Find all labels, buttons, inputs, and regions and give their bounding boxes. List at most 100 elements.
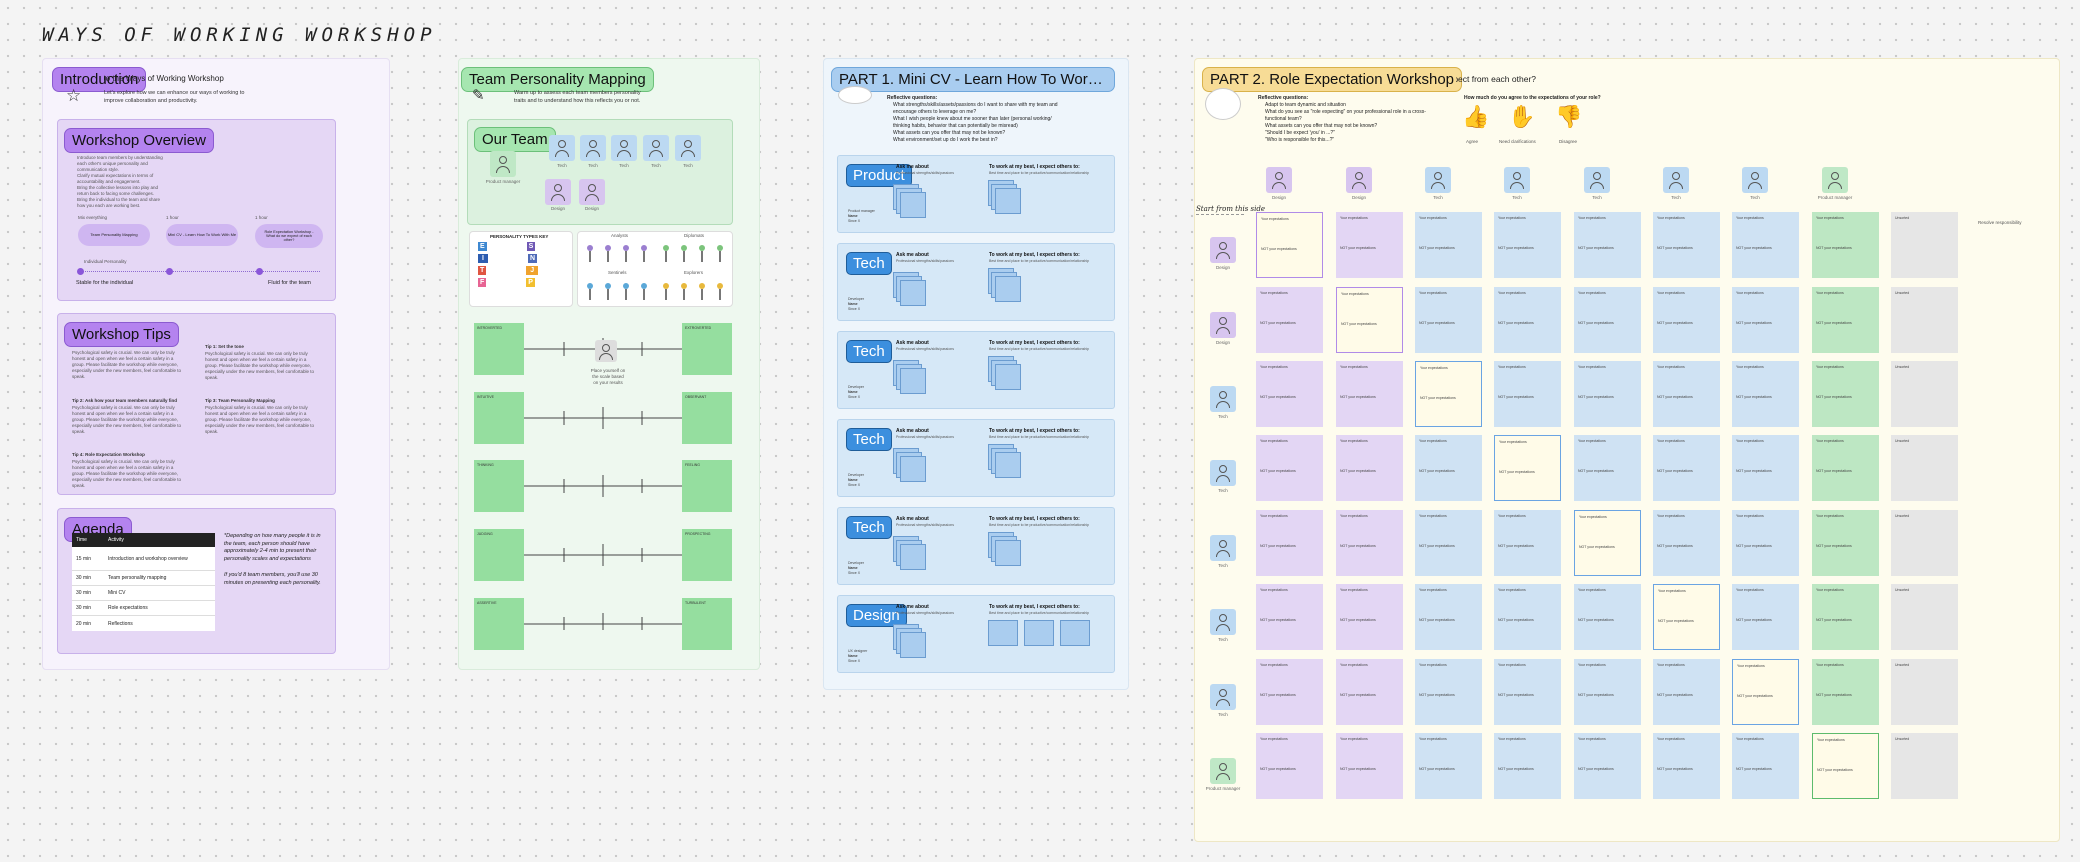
scale-note-left[interactable]: INTROVERTED	[474, 323, 524, 375]
scale-note-right[interactable]: TURBULENT	[682, 598, 732, 650]
step-pill-2[interactable]: Mini CV - Learn How To Work With Me	[166, 224, 238, 246]
unsorted-sticky[interactable]: Unsorted	[1891, 212, 1958, 278]
unsorted-sticky[interactable]: Unsorted	[1891, 584, 1958, 650]
scale-note-left[interactable]: THINKING	[474, 460, 524, 512]
card-tag[interactable]: Tech	[846, 340, 892, 363]
avatar[interactable]	[1584, 167, 1610, 193]
unsorted-sticky[interactable]: Unsorted	[1891, 733, 1958, 799]
avatar[interactable]	[611, 135, 637, 161]
step-pill-3[interactable]: Role Expectation Workshop - What do we e…	[255, 224, 323, 248]
avatar[interactable]	[1742, 167, 1768, 193]
hand-icon[interactable]: ✋	[1508, 104, 1536, 129]
avatar[interactable]	[1210, 460, 1236, 486]
scale-note-right[interactable]: EXTROVERTED	[682, 323, 732, 375]
avatar[interactable]	[549, 135, 575, 161]
card-tag[interactable]: Tech	[846, 252, 892, 275]
sticky-note[interactable]	[988, 620, 1018, 646]
avatar[interactable]	[1266, 167, 1292, 193]
step-pill-1[interactable]: Team Personality Mapping	[78, 224, 150, 246]
tips-header[interactable]: Workshop Tips	[64, 322, 179, 347]
avatar[interactable]	[1210, 386, 1236, 412]
scale-note-right[interactable]: FEELING	[682, 460, 732, 512]
unsorted-sticky[interactable]: Unsorted	[1891, 435, 1958, 501]
unsorted-sticky[interactable]: Unsorted	[1891, 361, 1958, 427]
avatar[interactable]	[1210, 535, 1236, 561]
card-tag[interactable]: Tech	[846, 516, 892, 539]
card-tag[interactable]: Tech	[846, 428, 892, 451]
unsorted-sticky[interactable]: Unsorted	[1891, 510, 1958, 576]
avatar[interactable]	[545, 179, 571, 205]
avatar[interactable]	[643, 135, 669, 161]
part1-header[interactable]: PART 1. Mini CV - Learn How To Work ...	[831, 67, 1115, 92]
scale-note-left[interactable]: INTUITIVE	[474, 392, 524, 444]
avatar[interactable]	[1346, 167, 1372, 193]
avatar[interactable]	[1822, 167, 1848, 193]
our-team-header[interactable]: Our Team	[474, 127, 556, 152]
team-header[interactable]: Team Personality Mapping	[461, 67, 654, 92]
avatar[interactable]	[1425, 167, 1451, 193]
sticky-note[interactable]	[1024, 620, 1054, 646]
thumbs-up-icon[interactable]: 👍	[1462, 104, 1490, 129]
card-tag[interactable]: Design	[846, 604, 907, 627]
avatar[interactable]	[1210, 684, 1236, 710]
overview-header[interactable]: Workshop Overview	[64, 128, 214, 153]
sticky-note[interactable]	[1060, 620, 1090, 646]
thumbs-down-icon[interactable]: 👎	[1555, 104, 1583, 129]
scale-note-right[interactable]: OBSERVANT	[682, 392, 732, 444]
unsorted-sticky[interactable]: Unsorted	[1891, 287, 1958, 353]
avatar[interactable]	[579, 179, 605, 205]
unsorted-sticky[interactable]: Unsorted	[1891, 659, 1958, 725]
intro-header[interactable]: Introduction	[52, 67, 147, 92]
avatar[interactable]	[580, 135, 606, 161]
